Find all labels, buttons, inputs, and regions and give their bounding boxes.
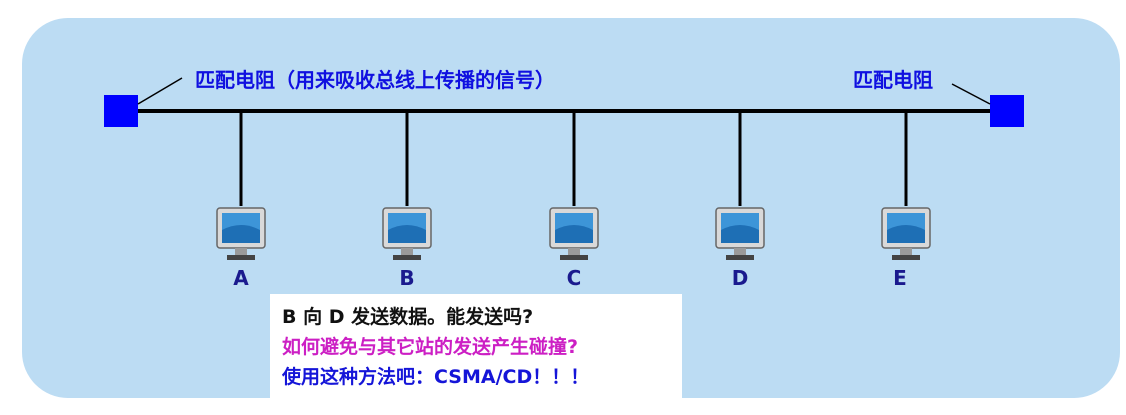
note-line-2: 如何避免与其它站的发送产生碰撞? xyxy=(282,336,579,358)
computer-icon xyxy=(715,207,765,260)
node-label-e: E xyxy=(893,266,907,290)
right-pointer-line xyxy=(951,83,991,105)
node-label-a: A xyxy=(233,266,249,290)
note-line-3: 使用这种方法吧：CSMA/CD！！！ xyxy=(282,366,590,388)
left-terminator xyxy=(104,95,138,127)
node-label-d: D xyxy=(731,266,749,290)
computer-icon xyxy=(216,207,266,260)
left-pointer-line xyxy=(137,77,183,105)
left-terminator-label: 匹配电阻（用来吸收总线上传播的信号） xyxy=(195,68,555,92)
node-label-b: B xyxy=(399,266,415,290)
note-box: B 向 D 发送数据。能发送吗? 如何避免与其它站的发送产生碰撞? 使用这种方法… xyxy=(270,294,682,398)
computer-icon xyxy=(382,207,432,260)
right-terminator xyxy=(990,95,1024,127)
note-line-1: B 向 D 发送数据。能发送吗? xyxy=(282,306,534,328)
computer-icon xyxy=(881,207,931,260)
right-terminator-label: 匹配电阻 xyxy=(853,68,933,92)
computer-icon xyxy=(549,207,599,260)
node-label-c: C xyxy=(566,266,582,290)
